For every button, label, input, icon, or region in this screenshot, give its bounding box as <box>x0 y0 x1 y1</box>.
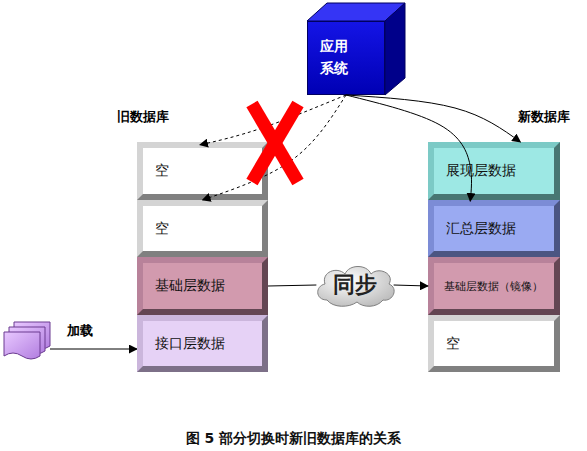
summary-layer-box: 汇总层数据 <box>428 200 560 257</box>
cube-side <box>385 3 405 95</box>
empty-box: 空 <box>428 315 560 372</box>
database-heading: 旧数据库 <box>117 108 169 126</box>
mirror-layer-box: 基础层数据（镜像） <box>428 257 560 315</box>
connector <box>200 95 346 145</box>
node-label: 空 <box>446 335 460 353</box>
connector <box>346 95 472 201</box>
node-label: 空 <box>155 162 169 180</box>
node-label: 基础层数据（镜像） <box>444 279 543 294</box>
base-layer-box: 基础层数据 <box>137 257 268 315</box>
connector <box>203 95 347 200</box>
document-icon <box>4 322 50 359</box>
node-label: 同步 <box>333 270 377 300</box>
empty-box: 空 <box>137 142 268 200</box>
empty-box: 空 <box>137 200 268 257</box>
interface-layer-box: 接口层数据 <box>137 315 268 372</box>
node-label: 空 <box>155 220 169 238</box>
connector <box>268 285 316 286</box>
cube-top <box>307 3 405 21</box>
database-heading: 新数据库 <box>518 108 570 126</box>
node-label: 基础层数据 <box>155 277 225 295</box>
system-cube: 应用 系统 <box>307 21 385 95</box>
node-label: 接口层数据 <box>155 335 225 353</box>
load-arrow <box>50 349 137 350</box>
connector <box>394 285 428 286</box>
node-label: 展现层数据 <box>446 162 516 180</box>
sync-cloud: 同步 <box>313 262 397 308</box>
node-label: 应用 系统 <box>320 35 354 79</box>
load-label: 加载 <box>67 322 93 340</box>
connector <box>346 95 520 142</box>
figure-caption: 图 5 部分切换时新旧数据库的关系 <box>0 430 587 448</box>
presentation-layer-box: 展现层数据 <box>428 142 560 200</box>
node-label: 汇总层数据 <box>446 220 516 238</box>
red-cross <box>252 104 298 182</box>
